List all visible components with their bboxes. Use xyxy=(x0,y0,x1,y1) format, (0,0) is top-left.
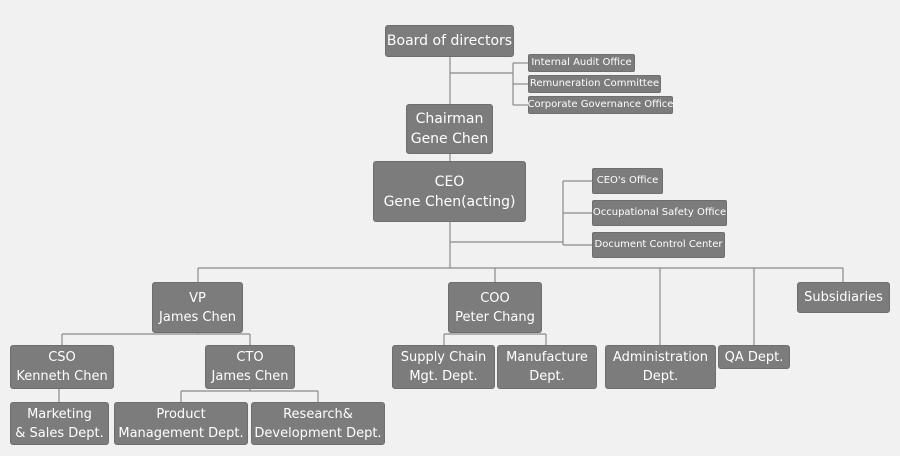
node-label-line: Corporate Governance Office xyxy=(527,99,674,110)
node-marketing-sales: Marketing & Sales Dept. xyxy=(10,402,109,445)
node-label-line: James Chen xyxy=(211,369,289,384)
node-label-line: Marketing xyxy=(27,406,92,422)
node-document-control-center: Document Control Center xyxy=(592,232,725,258)
node-remuneration-committee: Remuneration Committee xyxy=(528,75,661,93)
node-label-line: Management Dept. xyxy=(118,425,244,441)
node-label-line: Internal Audit Office xyxy=(531,57,632,68)
node-ceo: CEO Gene Chen(acting) xyxy=(373,161,526,222)
node-label-line: CEO's Office xyxy=(596,175,659,186)
node-ceo-office: CEO's Office xyxy=(592,168,663,194)
node-label-line: Mgt. Dept. xyxy=(409,369,478,384)
node-label-line: Document Control Center xyxy=(594,239,723,250)
node-subsidiaries: Subsidiaries xyxy=(797,282,890,313)
node-label-line: Occupational Safety Office xyxy=(592,207,727,218)
node-label-line: CTO xyxy=(236,350,264,365)
node-label-line: Manufacture xyxy=(506,350,588,365)
node-occupational-safety-office: Occupational Safety Office xyxy=(592,200,727,226)
node-label-line: COO xyxy=(480,290,510,306)
node-label-line: Board of directors xyxy=(386,33,513,49)
node-label-line: VP xyxy=(189,290,206,306)
node-label-line: James Chen xyxy=(159,309,236,325)
node-label-line: Peter Chang xyxy=(455,309,535,325)
node-label-line: Remuneration Committee xyxy=(529,78,660,89)
node-label-line: Kenneth Chen xyxy=(16,369,108,384)
node-label-line: CEO xyxy=(434,173,465,190)
node-label-line: Development Dept. xyxy=(254,425,382,441)
node-internal-audit-office: Internal Audit Office xyxy=(528,54,635,72)
node-label-line: Subsidiaries xyxy=(804,290,883,305)
node-label-line: Gene Chen(acting) xyxy=(383,193,516,210)
node-label-line: Dept. xyxy=(529,369,565,384)
node-coo: COO Peter Chang xyxy=(448,282,542,333)
node-board-of-directors: Board of directors xyxy=(385,25,514,57)
node-cso: CSO Kenneth Chen xyxy=(10,345,114,389)
node-qa-dept: QA Dept. xyxy=(718,345,790,369)
node-label-line: Supply Chain xyxy=(400,350,487,365)
node-corporate-governance-office: Corporate Governance Office xyxy=(528,96,673,114)
node-label-line: Dept. xyxy=(642,369,679,384)
node-label-line: Chairman xyxy=(415,111,484,127)
node-label-line: Research& xyxy=(283,406,353,422)
node-label-line: CSO xyxy=(48,350,76,365)
node-label-line: & Sales Dept. xyxy=(15,425,104,441)
node-label-line: Gene Chen xyxy=(410,131,489,147)
node-cto: CTO James Chen xyxy=(205,345,295,389)
node-label-line: QA Dept. xyxy=(724,349,784,365)
node-label-line: Product xyxy=(156,406,206,422)
node-label-line: Administration xyxy=(612,350,709,365)
node-vp: VP James Chen xyxy=(152,282,243,333)
node-research-development: Research&Development Dept. xyxy=(251,402,385,445)
